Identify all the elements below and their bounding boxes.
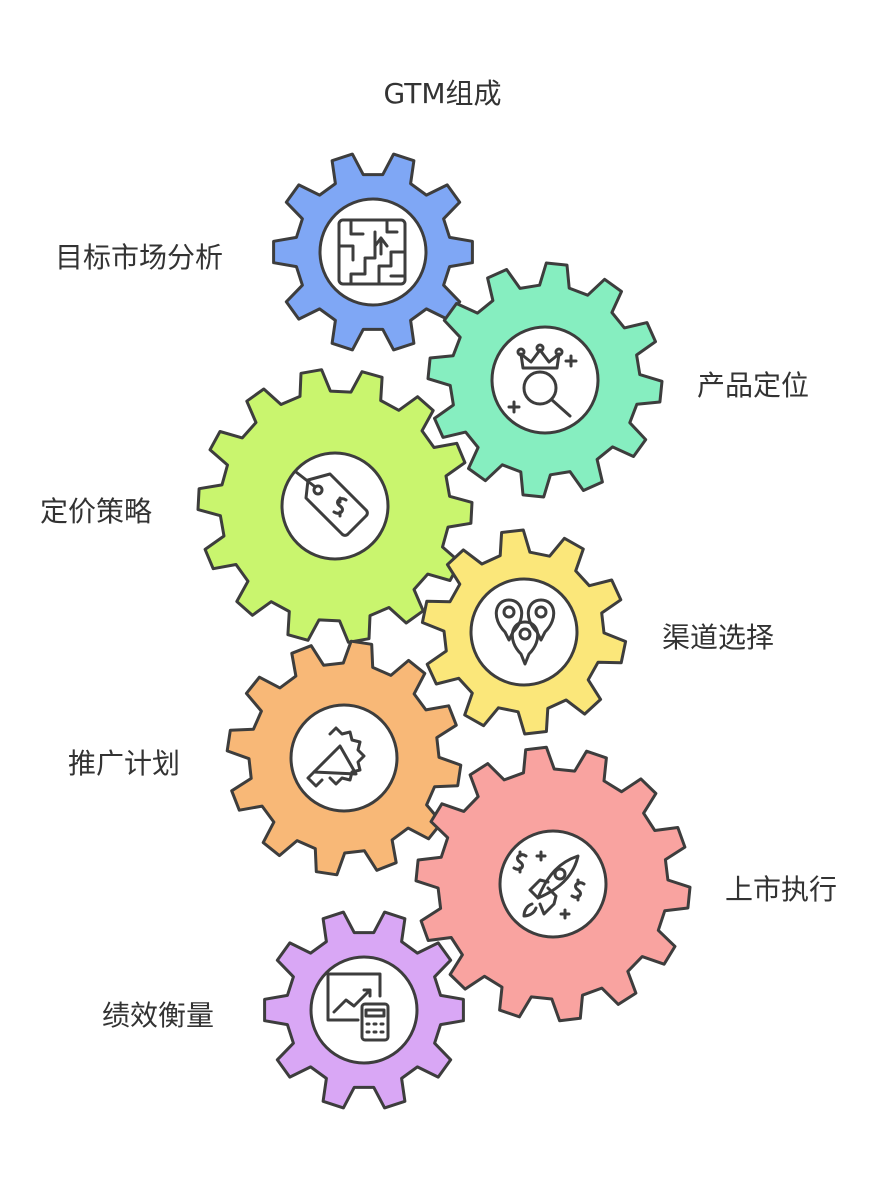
gear-performance-measurement bbox=[263, 910, 465, 1110]
location-pins-icon bbox=[494, 598, 556, 666]
label-promotion-plan: 推广计划 bbox=[68, 747, 181, 780]
megaphone-icon bbox=[306, 726, 366, 788]
rocket-icon bbox=[512, 850, 586, 920]
label-channel-selection: 渠道选择 bbox=[662, 621, 775, 654]
maze-icon bbox=[337, 218, 407, 286]
diagram-title: GTM组成 bbox=[383, 77, 502, 110]
gear-channel-selection bbox=[420, 528, 628, 736]
label-product-positioning: 产品定位 bbox=[697, 369, 810, 402]
gear-pricing-strategy bbox=[196, 368, 474, 644]
gear-target-market bbox=[272, 152, 474, 352]
label-launch-execution: 上市执行 bbox=[725, 873, 838, 906]
label-target-market: 目标市场分析 bbox=[55, 241, 224, 274]
gear-promotion-plan bbox=[225, 639, 463, 877]
price-tag-icon bbox=[294, 470, 369, 537]
label-performance-measurement: 绩效衡量 bbox=[102, 999, 215, 1032]
chart-calculator-icon bbox=[326, 972, 390, 1042]
crown-magnifier-icon bbox=[507, 343, 578, 418]
gear-launch-execution bbox=[414, 745, 692, 1023]
label-pricing-strategy: 定价策略 bbox=[40, 495, 153, 528]
gear-product-positioning bbox=[426, 261, 664, 499]
